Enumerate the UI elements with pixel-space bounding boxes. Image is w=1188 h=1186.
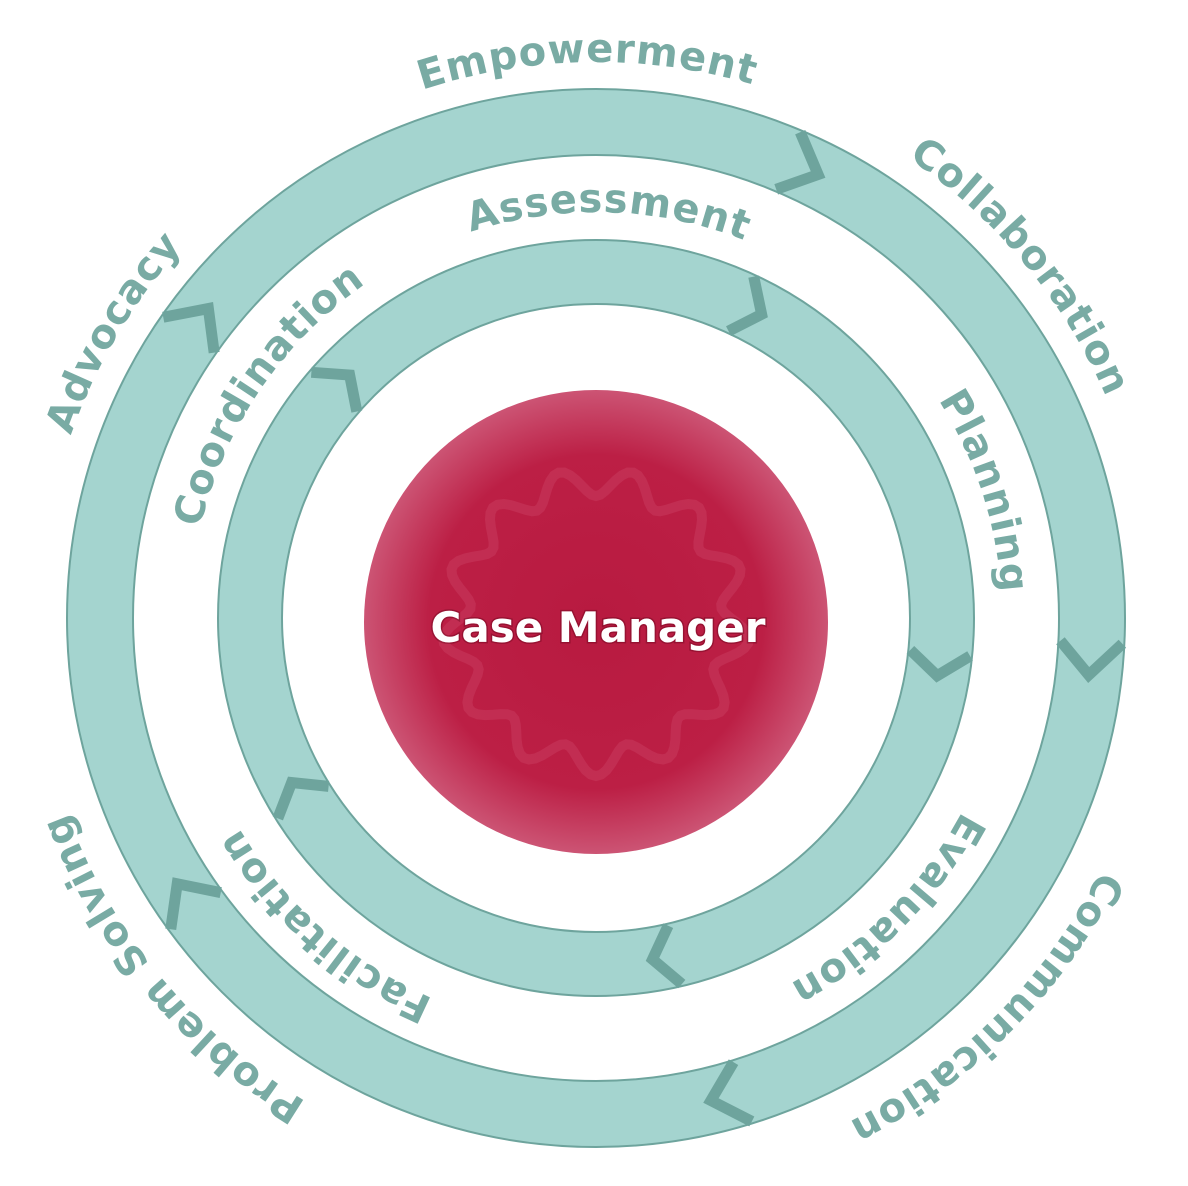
inner-chevron-5 xyxy=(310,366,363,413)
inner-chevron-4 xyxy=(272,776,330,821)
outer-ring xyxy=(66,88,1127,1148)
outer-chevron-5 xyxy=(162,302,220,354)
inner-chevron-3 xyxy=(645,923,686,989)
inner-chevron-1 xyxy=(726,275,768,337)
outer-chevron-2 xyxy=(1056,637,1127,684)
label-assessment: Assessment xyxy=(461,176,757,250)
outer-ring-chevrons xyxy=(162,130,1127,1127)
center-hub: Case Manager xyxy=(364,390,828,854)
inner-chevron-2 xyxy=(906,645,973,683)
center-circle xyxy=(364,390,828,854)
inner-ring-chevrons xyxy=(272,275,973,989)
outer-chevron-1 xyxy=(774,130,826,195)
center-wave-pattern xyxy=(437,467,755,782)
outer-chevron-4 xyxy=(165,877,222,931)
center-label: Case Manager xyxy=(431,603,766,652)
outer-chevron-3 xyxy=(703,1059,755,1127)
inner-ring xyxy=(217,239,975,997)
